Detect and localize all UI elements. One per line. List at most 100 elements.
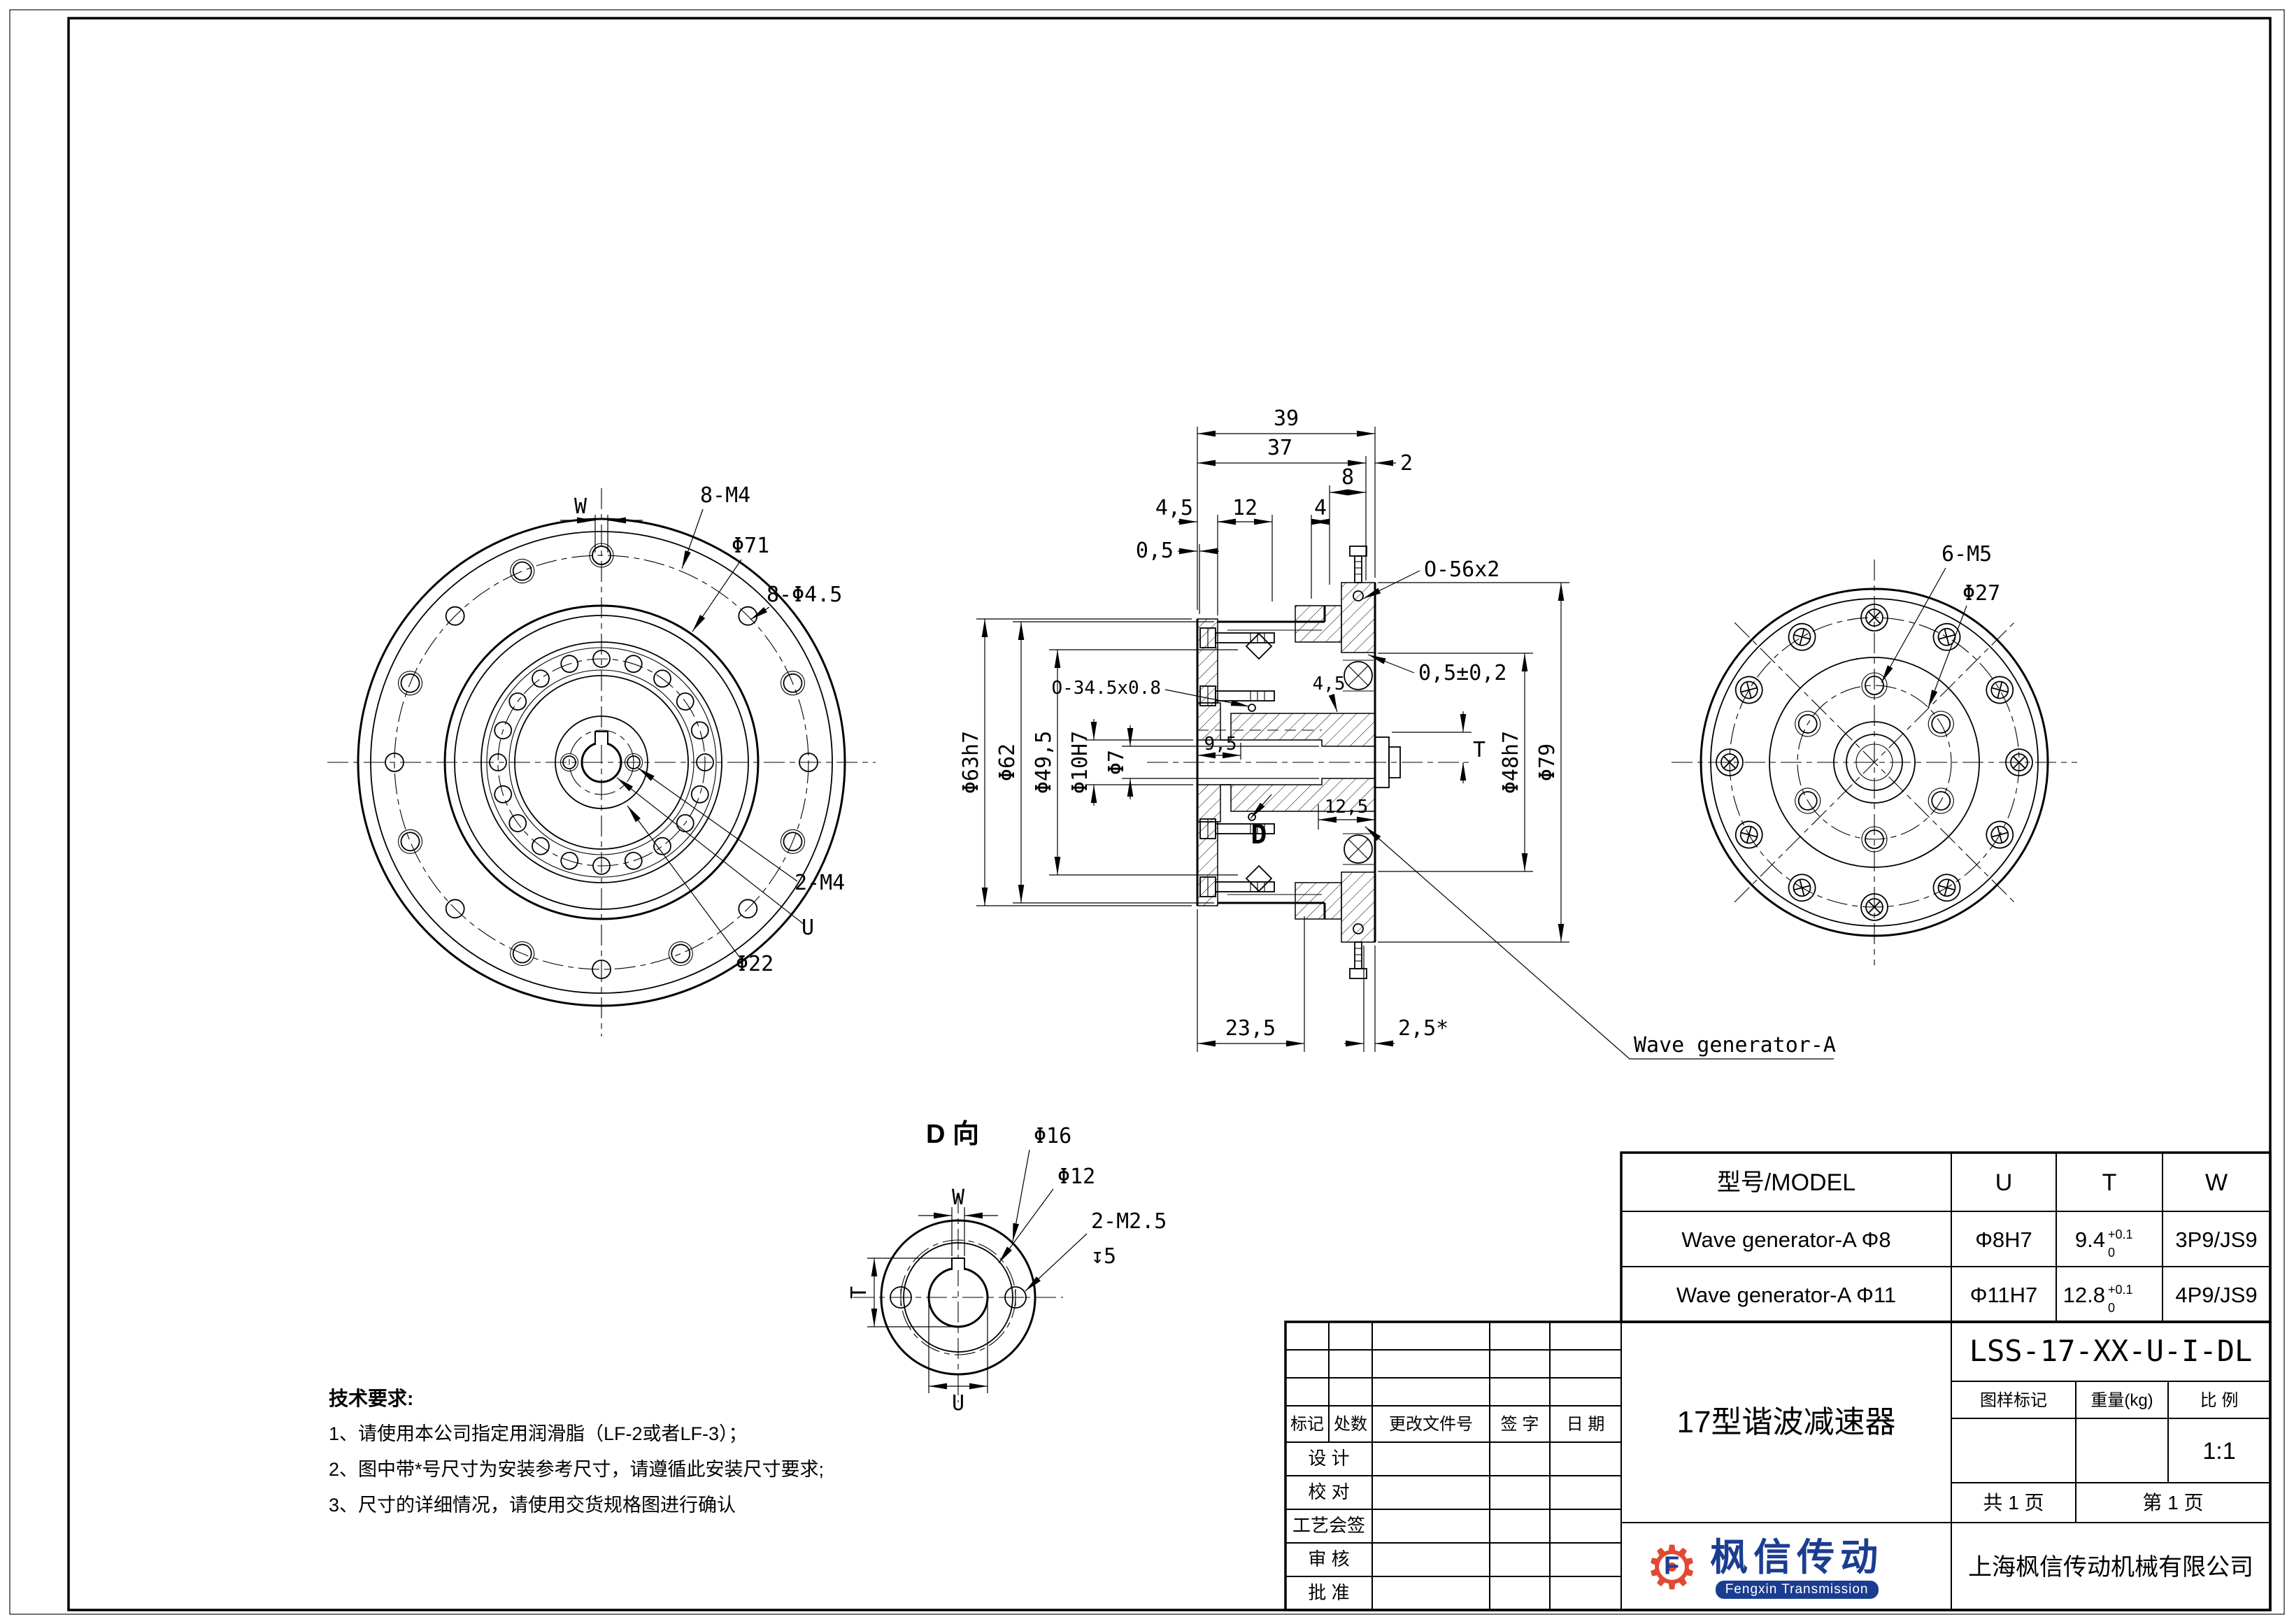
tech-item-2: 2、图中带*号尺寸为安装参考尺寸，请遵循此安装尺寸要求; xyxy=(329,1459,825,1480)
dim-d48h7: Φ48h7 xyxy=(1499,731,1523,794)
dim-d71: Φ71 xyxy=(732,534,769,558)
company-logo: ⚙F 枫信传动 Fengxin Transmission xyxy=(1645,1534,1939,1602)
page-number: 第 1 页 xyxy=(2142,1492,2203,1513)
sig-row-audit: 审 核 xyxy=(1308,1548,1349,1569)
dim-d12: Φ12 xyxy=(1057,1164,1095,1189)
dim-d79: Φ79 xyxy=(1535,743,1560,781)
dim-depth-5: ↧5 xyxy=(1091,1244,1116,1269)
dim-2: 2 xyxy=(1400,451,1413,476)
dim-12-5: 12,5 xyxy=(1325,797,1369,818)
right-view xyxy=(1672,560,2077,965)
sig-h-sign: 签 字 xyxy=(1501,1415,1539,1434)
outer-border xyxy=(9,9,2285,1615)
cross-roller-bearing xyxy=(1343,660,1374,865)
m4-center-holes xyxy=(560,753,643,772)
wave-generator-label: Wave generator-A xyxy=(1634,1033,1836,1057)
sig-h-doc: 更改文件号 xyxy=(1389,1415,1473,1434)
dim-d27: Φ27 xyxy=(1962,581,2000,606)
dim-4-5: 4,5 xyxy=(1155,496,1193,520)
dim-6-m5: 6-M5 xyxy=(1942,542,1992,567)
d-detail-view xyxy=(853,1192,1063,1402)
section-view xyxy=(1147,546,1469,979)
dim-2-5-star: 2,5* xyxy=(1398,1016,1448,1041)
flange-screws xyxy=(1199,627,1275,897)
sig-row-design: 设 计 xyxy=(1308,1448,1349,1469)
hub-circle xyxy=(555,715,648,809)
view-arrow-d: D xyxy=(1251,819,1267,850)
model-table: 型号/MODEL U T W Wave generator-A Φ8 Φ8H7 … xyxy=(1620,1151,2272,1323)
table-r2-t-sup: +0.1 xyxy=(2108,1283,2133,1297)
sig-h-count: 处数 xyxy=(1334,1415,1367,1434)
bearing-balls xyxy=(489,650,714,875)
dim-d16: Φ16 xyxy=(1034,1124,1071,1148)
inner-frame xyxy=(67,17,2272,1611)
housing-screws xyxy=(1349,546,1367,979)
dim-0-5: 0,5 xyxy=(1136,539,1174,563)
table-header-u: U xyxy=(1995,1169,2013,1196)
dim-w-dview: W xyxy=(952,1185,965,1210)
table-header-t: T xyxy=(2102,1169,2117,1196)
table-r2-t: 12.8 xyxy=(2063,1283,2105,1307)
tech-item-3: 3、尺寸的详细情况，请使用交货规格图进行确认 xyxy=(329,1495,736,1516)
d-view-dimensions: D 向 W Φ16 Φ12 2-M2.5 ↧5 T U xyxy=(847,1120,1167,1416)
dim-8: 8 xyxy=(1341,465,1354,490)
keyway-slot xyxy=(594,731,608,745)
dim-w: W xyxy=(574,494,587,519)
sig-h-mark: 标记 xyxy=(1290,1415,1324,1434)
table-r2-t-sub: 0 xyxy=(2108,1301,2115,1315)
dim-12: 12 xyxy=(1232,496,1258,520)
dim-d62: Φ62 xyxy=(995,743,1020,781)
dim-23-5: 23,5 xyxy=(1225,1016,1276,1041)
dim-4: 4 xyxy=(1314,496,1327,520)
table-header-model: 型号/MODEL xyxy=(1717,1169,1855,1196)
logo-cn-text: 枫信传动 xyxy=(1710,1537,1884,1579)
bolt-circle xyxy=(394,555,809,970)
section-hatched-parts xyxy=(1197,582,1376,943)
table-r2-u: Φ11H7 xyxy=(1970,1283,2038,1307)
table-r1-model: Wave generator-A Φ8 xyxy=(1681,1227,1890,1252)
technical-requirements: 技术要求: 1、请使用本公司指定用润滑脂（LF-2或者LF-3）； 2、图中带*… xyxy=(329,1383,986,1525)
dim-2-m4: 2-M4 xyxy=(795,871,845,895)
d-view-title: D 向 xyxy=(926,1120,979,1149)
table-r1-u: Φ8H7 xyxy=(1975,1227,2032,1252)
dim-u-dview: U xyxy=(952,1391,964,1416)
wave-bearing-balls xyxy=(1245,632,1273,892)
right-view-labels: 6-M5 Φ27 xyxy=(1881,542,2000,708)
table-r1-w: 3P9/JS9 xyxy=(2175,1227,2257,1252)
dim-oring-34-5: O-34.5x0.8 xyxy=(1051,678,1161,699)
front-view-labels: 8-M4 Φ71 8-Φ4.5 2-M4 U Φ22 xyxy=(616,483,845,976)
dim-gap-0-5: 0,5±0,2 xyxy=(1418,661,1506,685)
fengxin-gear-icon: ⚙F xyxy=(1645,1533,1700,1603)
dim-d10h7: Φ10H7 xyxy=(1068,731,1092,794)
dim-u: U xyxy=(802,916,814,940)
sig-row-check: 校 对 xyxy=(1308,1481,1349,1502)
dim-oring-56: O-56x2 xyxy=(1424,557,1499,582)
dim-t-dview: T xyxy=(847,1286,871,1299)
title-block: 标记 处数 更改文件号 签 字 日 期 设 计 校 对 工艺会签 审 核 批 准… xyxy=(1284,1320,2272,1611)
sig-row-process: 工艺会签 xyxy=(1292,1515,1365,1536)
table-r1-t-sub: 0 xyxy=(2108,1246,2115,1260)
company-name: 上海枫信传动机械有限公司 xyxy=(1968,1554,2253,1581)
m2-5-holes xyxy=(890,1286,1027,1309)
product-name: 17型谐波减速器 xyxy=(1677,1405,1896,1439)
dim-2-m2-5: 2-M2.5 xyxy=(1091,1209,1167,1234)
logo-text: 枫信传动 Fengxin Transmission xyxy=(1710,1537,1883,1599)
dim-d7: Φ7 xyxy=(1104,750,1129,775)
table-header-w: W xyxy=(2205,1169,2228,1196)
tech-title: 技术要求: xyxy=(329,1388,414,1409)
dim-4-5-mid: 4,5 xyxy=(1313,674,1346,695)
pages-total: 共 1 页 xyxy=(1983,1492,2044,1513)
mark-label: 图样标记 xyxy=(1980,1391,2047,1410)
section-dimensions: 39 37 2 8 4,5 12 4 0,5 O-56x2 Φ63h7 Φ62 … xyxy=(959,406,1836,1060)
dim-8-m4: 8-M4 xyxy=(700,483,750,508)
dim-8-d45: 8-Φ4.5 xyxy=(767,583,842,607)
scale-value: 1:1 xyxy=(2202,1438,2235,1465)
dim-d63h7: Φ63h7 xyxy=(959,731,983,794)
dim-d22: Φ22 xyxy=(736,952,774,976)
dim-9-5: 9,5 xyxy=(1204,734,1237,755)
table-r2-w: 4P9/JS9 xyxy=(2175,1283,2257,1307)
keyway-slot xyxy=(951,1258,965,1270)
dim-37: 37 xyxy=(1267,436,1292,460)
dim-39: 39 xyxy=(1274,406,1299,431)
drawing-number: LSS-17-XX-U-I-DL xyxy=(1969,1334,2253,1368)
